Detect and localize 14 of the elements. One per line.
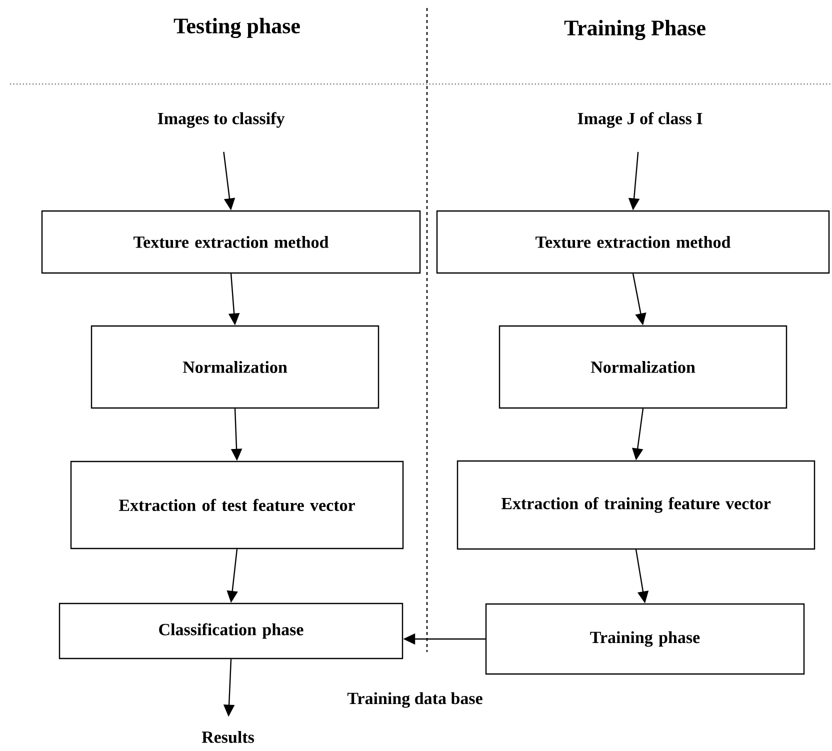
- process-box: Normalization: [90, 325, 380, 409]
- process-box: Normalization: [498, 325, 788, 409]
- text-label: Image J of class I: [578, 112, 702, 128]
- text-label: Images to classify: [158, 112, 285, 128]
- text-label: Training data base: [347, 692, 482, 708]
- process-box: Classification phase: [58, 602, 404, 660]
- text-label: Results: [202, 730, 254, 743]
- column-heading: Testing phase: [174, 18, 300, 38]
- process-box: Extraction of test feature vector: [70, 460, 404, 550]
- process-box: Training phase: [485, 603, 805, 675]
- column-heading: Training Phase: [564, 20, 706, 40]
- process-box: Texture extraction method: [41, 210, 421, 274]
- process-box: Texture extraction method: [436, 210, 830, 274]
- process-box: Extraction of training feature vector: [456, 460, 816, 550]
